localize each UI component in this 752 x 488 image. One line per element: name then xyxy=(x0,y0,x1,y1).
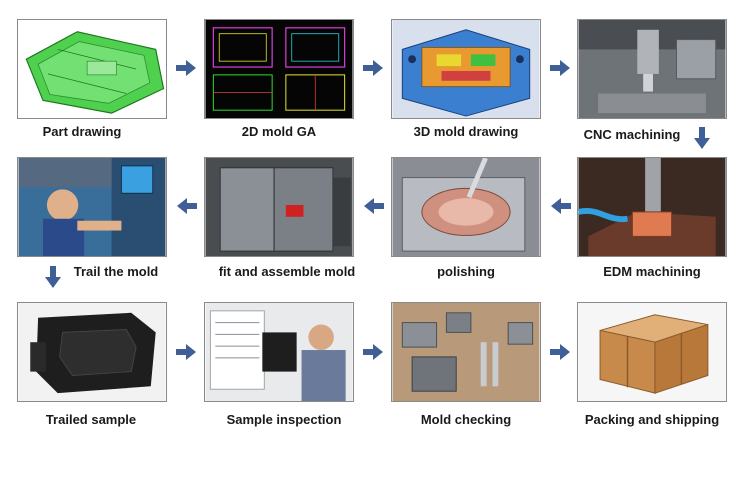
arrow-left-icon xyxy=(177,198,197,214)
packing-shipping-illustration xyxy=(578,303,726,401)
step-label-2d-mold-ga: 2D mold GA xyxy=(241,124,317,139)
fit-assemble-mold-illustration xyxy=(205,158,353,256)
step-part-drawing-image xyxy=(17,19,167,119)
3d-mold-drawing-illustration xyxy=(392,20,540,118)
step-label-part-drawing: Part drawing xyxy=(42,124,122,139)
step-3d-mold-drawing-image xyxy=(391,19,541,119)
step-label-trailed-sample: Trailed sample xyxy=(45,412,137,427)
step-trailed-sample-image xyxy=(17,302,167,402)
sample-inspection-illustration xyxy=(205,303,353,401)
polishing-illustration xyxy=(392,158,540,256)
step-edm-machining-image xyxy=(577,157,727,257)
step-label-mold-checking: Mold checking xyxy=(420,412,512,427)
arrow-right-icon xyxy=(176,60,196,76)
step-label-sample-inspection: Sample inspection xyxy=(226,412,342,427)
2d-mold-ga-illustration xyxy=(205,20,353,118)
arrow-right-icon xyxy=(363,60,383,76)
step-cnc-machining-image xyxy=(577,19,727,119)
trail-mold-illustration xyxy=(18,158,166,256)
step-packing-shipping-image xyxy=(577,302,727,402)
arrow-down-icon xyxy=(45,266,61,288)
arrow-left-icon xyxy=(364,198,384,214)
step-fit-assemble-mold-image xyxy=(204,157,354,257)
step-label-polishing: polishing xyxy=(437,264,495,279)
arrow-down-icon xyxy=(694,127,710,149)
mold-checking-illustration xyxy=(392,303,540,401)
step-label-trail-mold: Trail the mold xyxy=(73,264,159,279)
step-2d-mold-ga-image xyxy=(204,19,354,119)
step-label-3d-mold-drawing: 3D mold drawing xyxy=(413,124,519,139)
arrow-right-icon xyxy=(550,60,570,76)
step-label-fit-assemble-mold: fit and assemble mold xyxy=(218,264,356,279)
step-label-packing-shipping: Packing and shipping xyxy=(584,412,720,427)
arrow-right-icon xyxy=(176,344,196,360)
step-label-cnc-machining: CNC machining xyxy=(583,127,681,142)
arrow-right-icon xyxy=(550,344,570,360)
arrow-left-icon xyxy=(551,198,571,214)
step-sample-inspection-image xyxy=(204,302,354,402)
step-mold-checking-image xyxy=(391,302,541,402)
part-drawing-illustration xyxy=(18,20,166,118)
step-trail-mold-image xyxy=(17,157,167,257)
cnc-machining-illustration xyxy=(578,20,726,118)
step-label-edm-machining: EDM machining xyxy=(603,264,701,279)
arrow-right-icon xyxy=(363,344,383,360)
trailed-sample-illustration xyxy=(18,303,166,401)
step-polishing-image xyxy=(391,157,541,257)
edm-machining-illustration xyxy=(578,158,726,256)
